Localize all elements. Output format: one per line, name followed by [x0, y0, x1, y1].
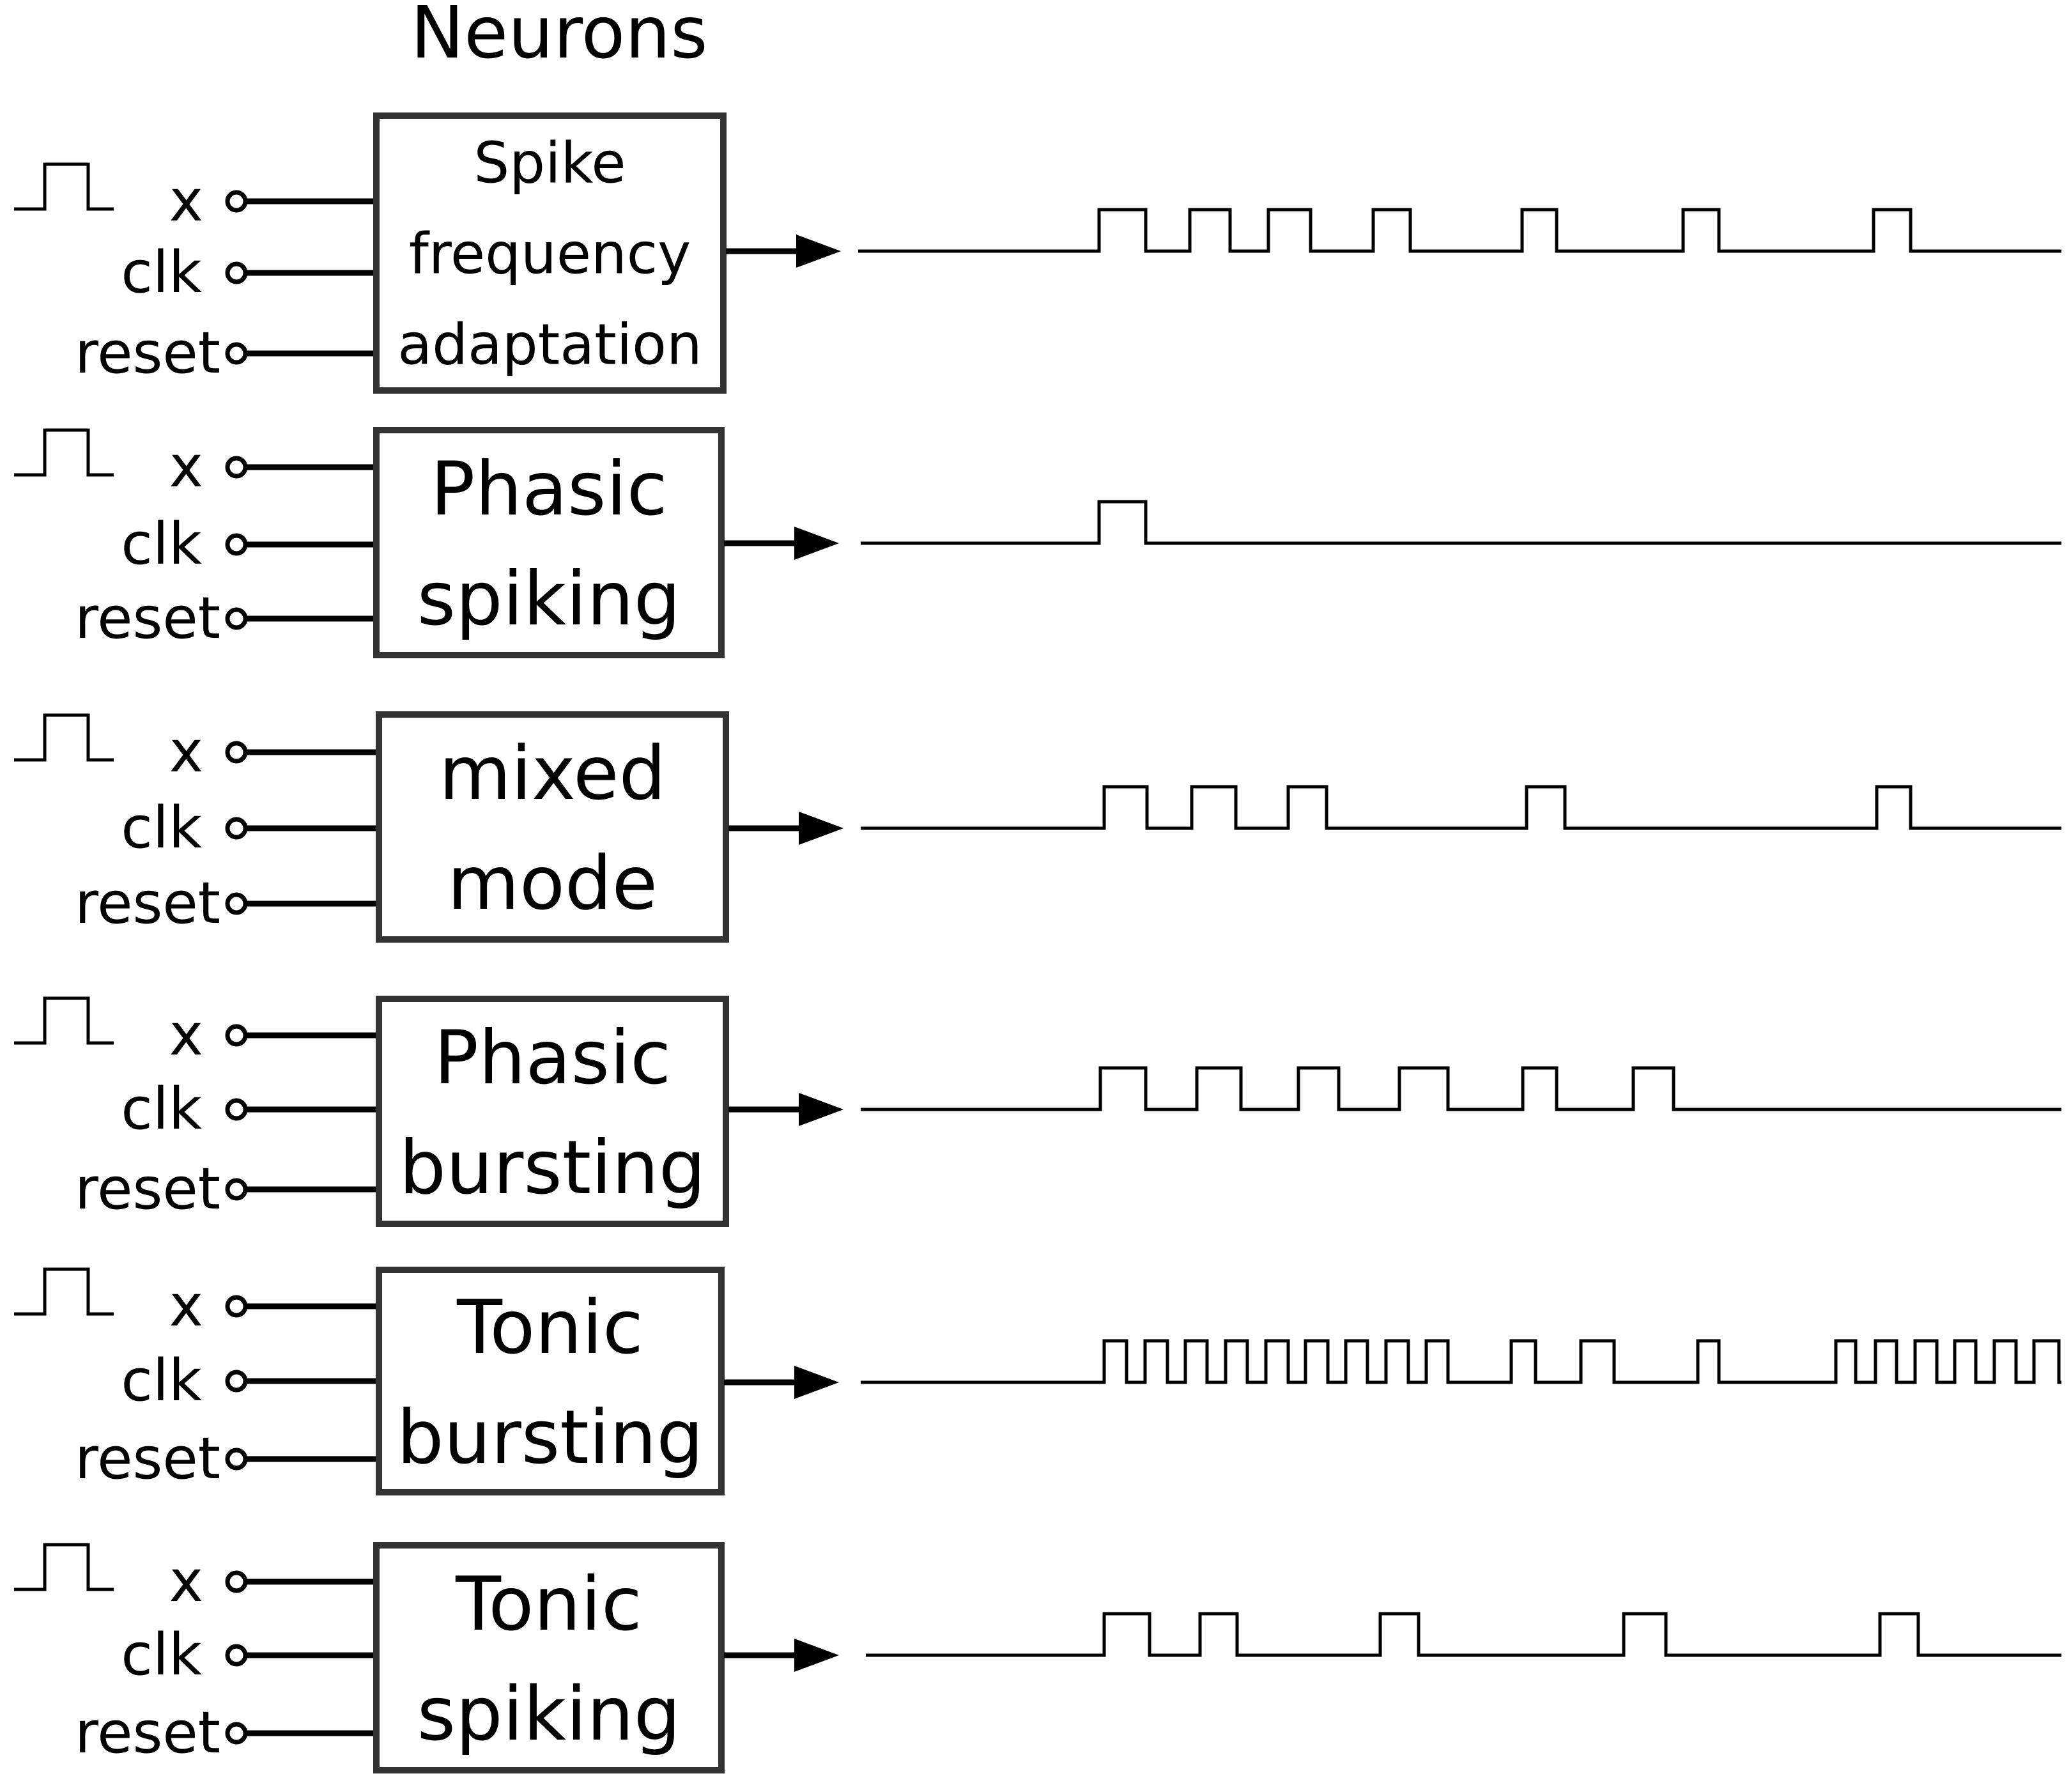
port-label-x: x [169, 1001, 203, 1069]
port-label-x: x [169, 433, 203, 500]
output-arrow-head [794, 1366, 839, 1399]
port-terminal-x [225, 456, 248, 479]
neuron-label-line: mixed [439, 730, 666, 817]
port-label-reset: reset [75, 1699, 220, 1766]
port-terminal-reset [225, 1722, 248, 1745]
port-label-x: x [169, 718, 203, 785]
neuron-row-mixed-mode: x clk reset mixed mode [14, 711, 2061, 943]
output-spike-train [866, 1612, 2061, 1657]
neuron-label-line: bursting [399, 1125, 705, 1211]
input-pulse-icon [14, 1543, 114, 1591]
output-arrow-head [794, 527, 839, 560]
neuron-box [376, 996, 729, 1227]
input-pulse-icon [14, 162, 114, 211]
port-terminal-clk [225, 1370, 248, 1393]
neuron-box [373, 427, 725, 658]
port-label-reset: reset [75, 1155, 220, 1223]
output-arrow-head [796, 235, 841, 268]
port-label-reset: reset [75, 320, 220, 387]
input-pulse-icon [14, 996, 114, 1045]
output-spike-train [861, 785, 2061, 830]
port-label-clk: clk [121, 1076, 202, 1143]
port-label-reset: reset [75, 870, 220, 937]
port-label-x: x [169, 167, 203, 235]
port-label-clk: clk [121, 1347, 202, 1414]
neuron-box [376, 1267, 725, 1495]
output-arrow-head [799, 812, 843, 845]
port-label-reset: reset [75, 585, 220, 652]
port-label-reset: reset [75, 1425, 220, 1492]
port-terminal-reset [225, 342, 248, 365]
output-arrow-head [799, 1093, 843, 1126]
output-arrow-head [794, 1639, 839, 1672]
neuron-label-line: bursting [397, 1394, 704, 1481]
neuron-label-line: spiking [417, 1671, 681, 1757]
neuron-label-line: Phasic [431, 446, 668, 532]
neuron-box [373, 112, 727, 394]
port-terminal-clk [225, 1644, 248, 1667]
port-terminal-x [225, 1570, 248, 1593]
neuron-box [376, 711, 729, 943]
neuron-label-line: Tonic [456, 1285, 643, 1371]
port-terminal-reset [225, 1448, 248, 1471]
neuron-label-line: Tonic [455, 1561, 642, 1648]
neuron-row-phasic-spiking: x clk reset Phasic spiking [14, 427, 2061, 658]
input-pulse-icon [14, 428, 114, 477]
neuron-label-line: frequency [409, 221, 691, 287]
port-terminal-x [225, 741, 248, 764]
output-spike-train [861, 1066, 2061, 1111]
port-terminal-reset [225, 1178, 248, 1201]
port-terminal-reset [225, 892, 248, 915]
input-pulse-icon [14, 1267, 114, 1316]
neuron-row-phasic-bursting: x clk reset Phasic bursting [14, 996, 2061, 1227]
port-terminal-clk [225, 261, 248, 284]
port-label-clk: clk [121, 794, 202, 861]
port-label-clk: clk [121, 511, 202, 578]
neuron-row-tonic-bursting: x clk reset Tonic bursting [14, 1267, 2061, 1495]
neuron-rows: xclkresetSpikefrequencyadaptationxclkres… [14, 112, 2061, 1773]
port-label-x: x [169, 1272, 203, 1340]
neuron-label-line: Spike [473, 130, 626, 196]
port-terminal-clk [225, 817, 248, 840]
neuron-label-line: spiking [417, 556, 681, 642]
diagram-title: Neurons [410, 0, 707, 75]
neuron-label-line: Phasic [434, 1015, 671, 1101]
port-label-clk: clk [121, 1621, 202, 1688]
port-label-x: x [169, 1548, 203, 1615]
port-label-clk: clk [121, 239, 202, 306]
output-spike-train [861, 1339, 2061, 1384]
port-terminal-x [225, 1024, 248, 1047]
port-terminal-clk [225, 1098, 248, 1121]
port-terminal-clk [225, 533, 248, 556]
output-spike-train [858, 208, 2061, 253]
output-spike-train [861, 500, 2061, 545]
neuron-label-line: adaptation [397, 312, 702, 378]
port-terminal-x [225, 190, 248, 213]
port-terminal-reset [225, 607, 248, 630]
neuron-label-line: mode [447, 840, 658, 927]
neuron-box [373, 1542, 725, 1773]
input-pulse-icon [14, 713, 114, 762]
port-terminal-x [225, 1295, 248, 1318]
